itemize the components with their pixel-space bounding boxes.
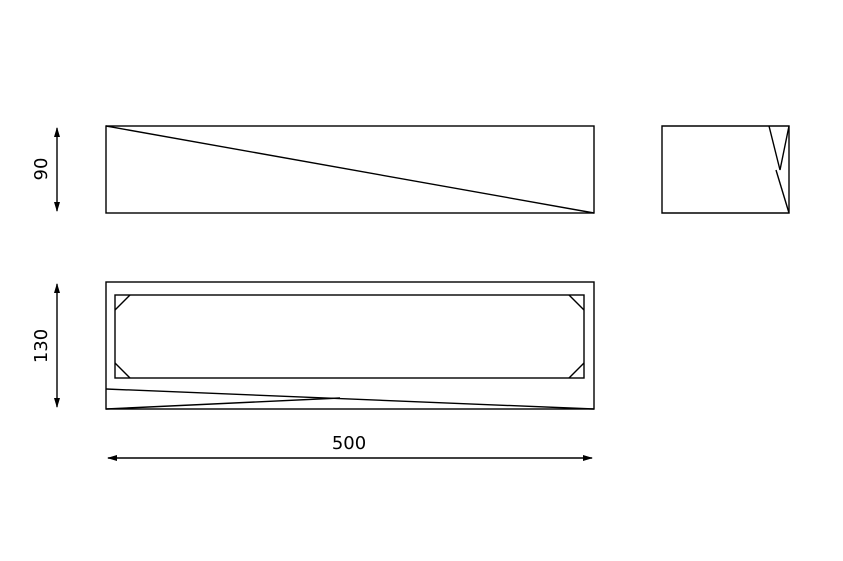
front-view [105, 125, 595, 214]
side-view [661, 125, 790, 214]
side-view-notch [768, 125, 790, 171]
top-view-outline [105, 281, 595, 410]
corner-bracket-top-right [568, 294, 585, 311]
top-view [105, 281, 595, 410]
corner-bracket-top-left [114, 294, 131, 311]
dimension-label-130: 130 [31, 329, 52, 363]
dimension-label-500: 500 [332, 433, 366, 454]
front-view-diagonal [105, 125, 595, 214]
top-view-inner-frame [114, 294, 585, 379]
dimension-height-top: 130 [31, 283, 60, 408]
corner-bracket-bottom-left [114, 362, 131, 379]
front-view-outline [105, 125, 595, 214]
top-view-wedge-line-lower [105, 397, 341, 410]
dimension-width: 500 [107, 433, 593, 461]
side-view-slant [775, 169, 790, 214]
dimension-height-front: 90 [31, 127, 60, 212]
top-view-wedge-line-upper [105, 388, 595, 410]
corner-bracket-bottom-right [568, 362, 585, 379]
dimension-label-90: 90 [31, 158, 52, 181]
side-view-outline [661, 125, 790, 214]
